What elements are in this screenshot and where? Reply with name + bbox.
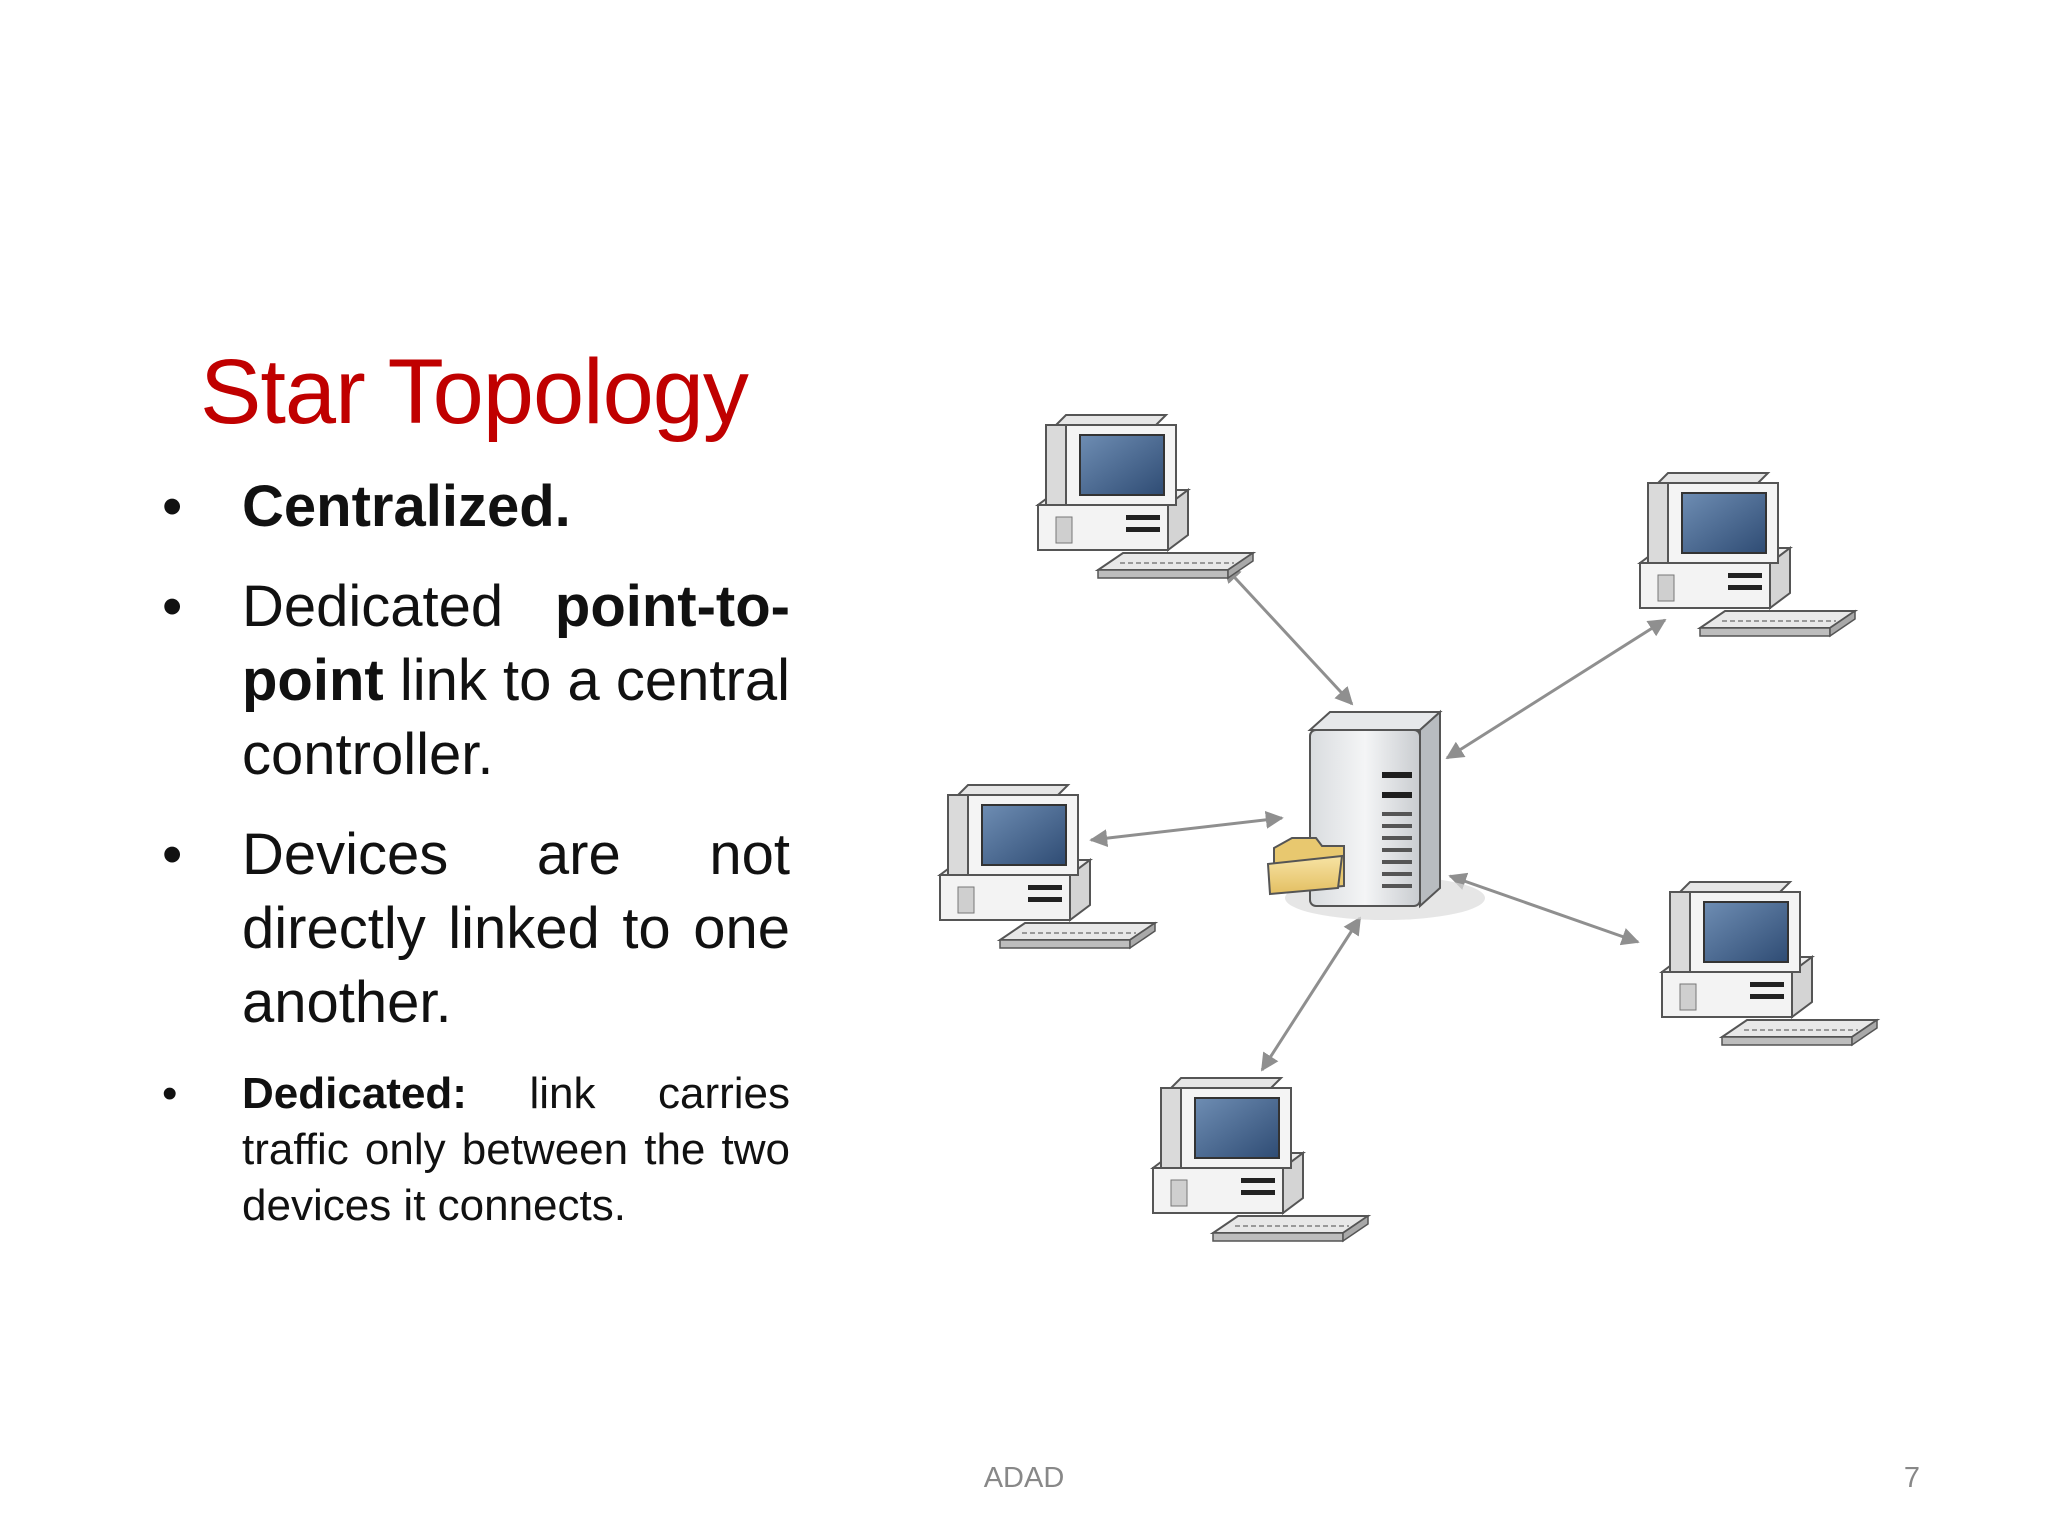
bullet-text: Devices are not directly linked to one a…	[242, 822, 790, 1035]
bullet-text-bold: point-to-point	[242, 574, 790, 713]
desktop-computer-icon	[1639, 472, 1856, 637]
bullet-text-bold: Centralized.	[242, 474, 571, 539]
bullet-item: • Devices are not directly linked to one …	[150, 818, 790, 1040]
link-top-right	[1445, 618, 1667, 760]
desktop-computer-icon	[1661, 881, 1878, 1046]
bullet-text-bold: Dedicated:	[242, 1069, 467, 1118]
link-right	[1448, 872, 1640, 946]
link-left	[1089, 810, 1284, 848]
folder-icon	[1266, 837, 1345, 896]
bullet-item: • Dedicated point-to-point link to a cent…	[150, 570, 790, 792]
page-number: 7	[1903, 1462, 1920, 1494]
link-bottom	[1260, 916, 1362, 1072]
slide-footer: ADAD	[983, 1462, 1065, 1494]
bullet-dot-icon: •	[162, 1069, 178, 1118]
slide-title: Star Topology	[200, 341, 749, 443]
bullet-dot-icon: •	[162, 574, 183, 639]
bullet-dot-icon: •	[162, 474, 183, 539]
desktop-computer-icon	[939, 784, 1156, 949]
desktop-computer-icon	[1152, 1077, 1369, 1242]
link-top-left	[1222, 564, 1354, 706]
bullet-item: • Centralized.	[150, 470, 790, 544]
bullet-list: • Centralized. • Dedicated point-to-point l…	[150, 470, 790, 1234]
bullet-item: • Dedicated: link carries traffic only be…	[150, 1066, 790, 1234]
bullet-text: Dedicated	[242, 574, 555, 639]
bullet-text: link to a central controller.	[242, 648, 790, 787]
desktop-computer-icon	[1037, 414, 1254, 579]
bullet-text: link carries traffic only between the tw…	[242, 1069, 790, 1230]
bullet-dot-icon: •	[162, 822, 183, 887]
links	[1089, 564, 1667, 1072]
